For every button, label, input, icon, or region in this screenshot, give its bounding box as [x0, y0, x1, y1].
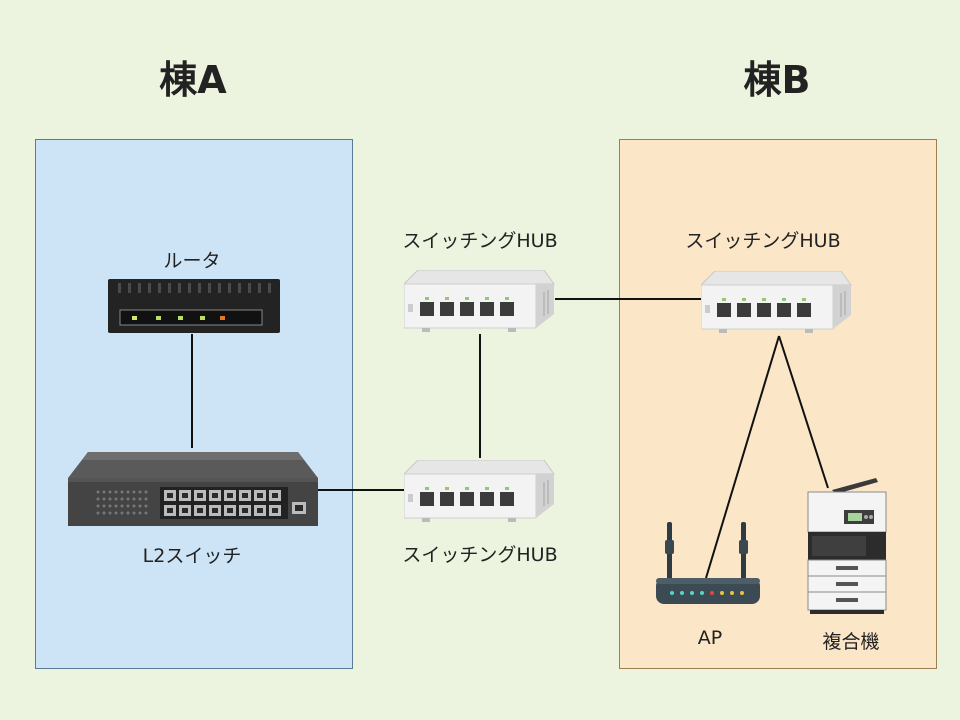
switching-hub-icon	[404, 460, 555, 522]
building-a-title: 棟A	[159, 58, 227, 102]
building-a-zone	[35, 139, 353, 669]
l2-switch-label: L2スイッチ	[142, 545, 242, 567]
hub-bottom-label: スイッチングHUB	[402, 544, 558, 566]
wireless-ap-icon	[656, 522, 760, 604]
switching-hub-icon	[701, 271, 852, 333]
multifunction-printer-icon	[807, 478, 887, 614]
link-hub-b-ap	[705, 335, 780, 579]
router-icon	[108, 279, 280, 333]
hub-top-label: スイッチングHUB	[402, 230, 558, 252]
switching-hub-icon	[404, 270, 555, 332]
mfp-label: 複合機	[822, 631, 880, 653]
router-label: ルータ	[163, 250, 221, 272]
building-b-title: 棟B	[743, 58, 811, 102]
link-hub-b-mfp	[778, 335, 829, 489]
hub-b-label: スイッチングHUB	[685, 230, 841, 252]
ap-label: AP	[697, 627, 723, 649]
l2-switch-icon	[68, 452, 318, 526]
